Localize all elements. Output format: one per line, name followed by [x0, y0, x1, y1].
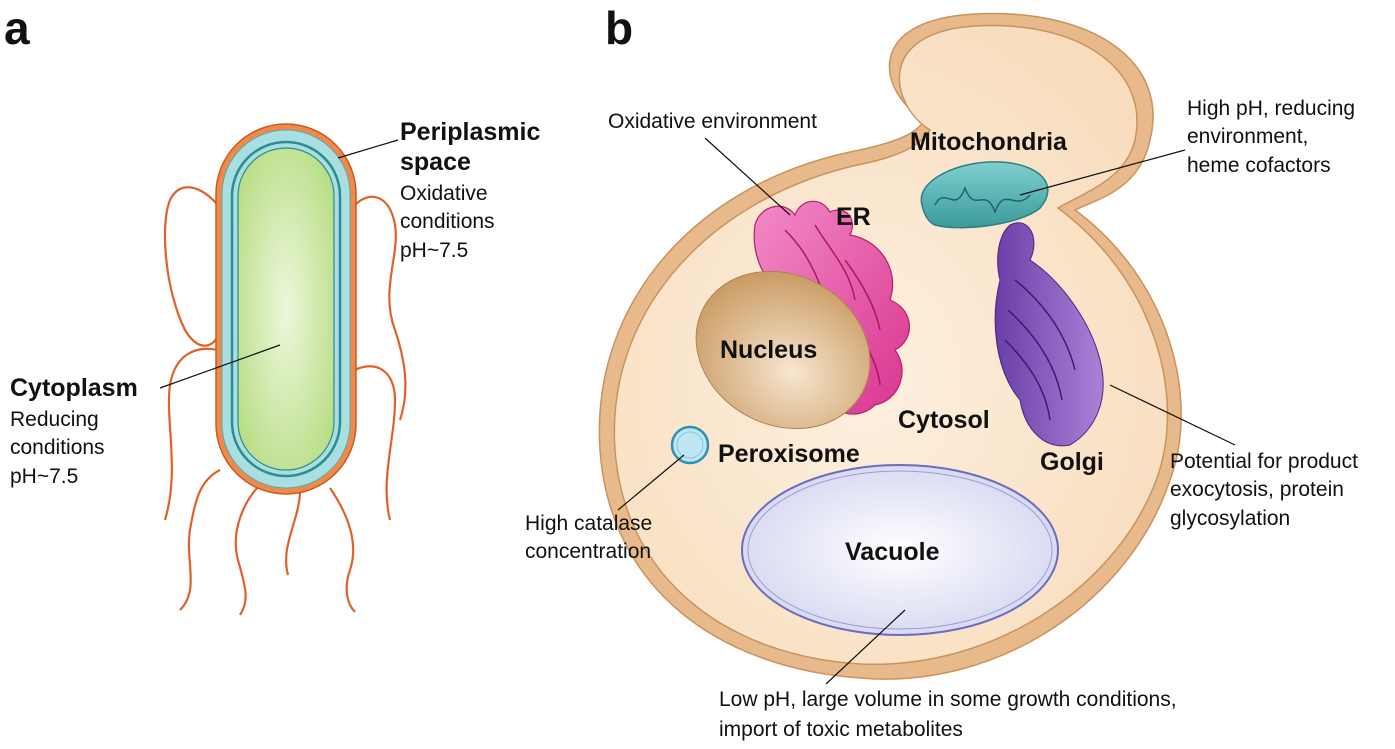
mitochondria-note-line3: heme cofactors — [1187, 154, 1331, 177]
er-note: Oxidative environment — [608, 110, 817, 133]
peroxisome-note-line2: concentration — [525, 540, 651, 563]
vacuole-note-line2: import of toxic metabolites — [719, 718, 963, 741]
bacterium-flagella — [163, 186, 407, 616]
mitochondria-leader-line — [1019, 149, 1186, 196]
golgi-label: Golgi — [1040, 448, 1104, 476]
cytosol-label: Cytosol — [898, 406, 990, 434]
periplasm-desc-line1: Oxidative — [400, 182, 488, 205]
cytoplasm-title: Cytoplasm — [10, 374, 138, 402]
peroxisome-label: Peroxisome — [718, 440, 860, 468]
panel-letter-a: a — [4, 2, 30, 54]
peroxisome-leader-line — [617, 454, 685, 511]
nucleus-label: Nucleus — [720, 336, 817, 364]
vacuole-label: Vacuole — [845, 538, 940, 566]
bacterium-inner-membrane — [230, 140, 342, 478]
vacuole-leader-line — [825, 609, 906, 685]
mitochondria-organelle — [920, 161, 1049, 229]
golgi-organelle — [994, 222, 1104, 447]
periplasm-title-line2: space — [400, 148, 471, 176]
periplasm-desc-line2: conditions — [400, 210, 495, 233]
golgi-note-line1: Potential for product — [1170, 450, 1358, 473]
periplasm-desc-line3: pH~7.5 — [400, 239, 468, 262]
periplasm-title-line1: Periplasmic — [400, 118, 540, 146]
panel-letter-b: b — [605, 2, 633, 54]
peroxisome-inner-ring — [676, 431, 704, 459]
mitochondria-label: Mitochondria — [910, 128, 1068, 156]
er-label: ER — [836, 203, 871, 231]
vacuole-note-line1: Low pH, large volume in some growth cond… — [719, 688, 1177, 711]
mitochondria-note-line2: environment, — [1187, 125, 1308, 148]
vacuole-inner-membrane — [747, 470, 1053, 630]
nucleus-organelle — [695, 270, 871, 430]
vacuole-organelle — [741, 464, 1059, 636]
golgi-note-line2: exocytosis, protein — [1170, 478, 1344, 501]
periplasm-leader-line — [337, 139, 399, 159]
golgi-note-line3: glycosylation — [1170, 507, 1290, 530]
cytoplasm-leader-line — [159, 344, 281, 389]
peroxisome-note-line1: High catalase — [525, 512, 652, 535]
bacterium-cytoplasm — [237, 147, 335, 471]
er-leader-line — [704, 137, 791, 216]
cytoplasm-desc-line2: conditions — [10, 436, 105, 459]
golgi-leader-line — [1109, 384, 1236, 446]
cytoplasm-desc-line1: Reducing — [10, 408, 99, 431]
cytoplasm-desc-line3: pH~7.5 — [10, 465, 78, 488]
mitochondria-note-line1: High pH, reducing — [1187, 97, 1355, 120]
